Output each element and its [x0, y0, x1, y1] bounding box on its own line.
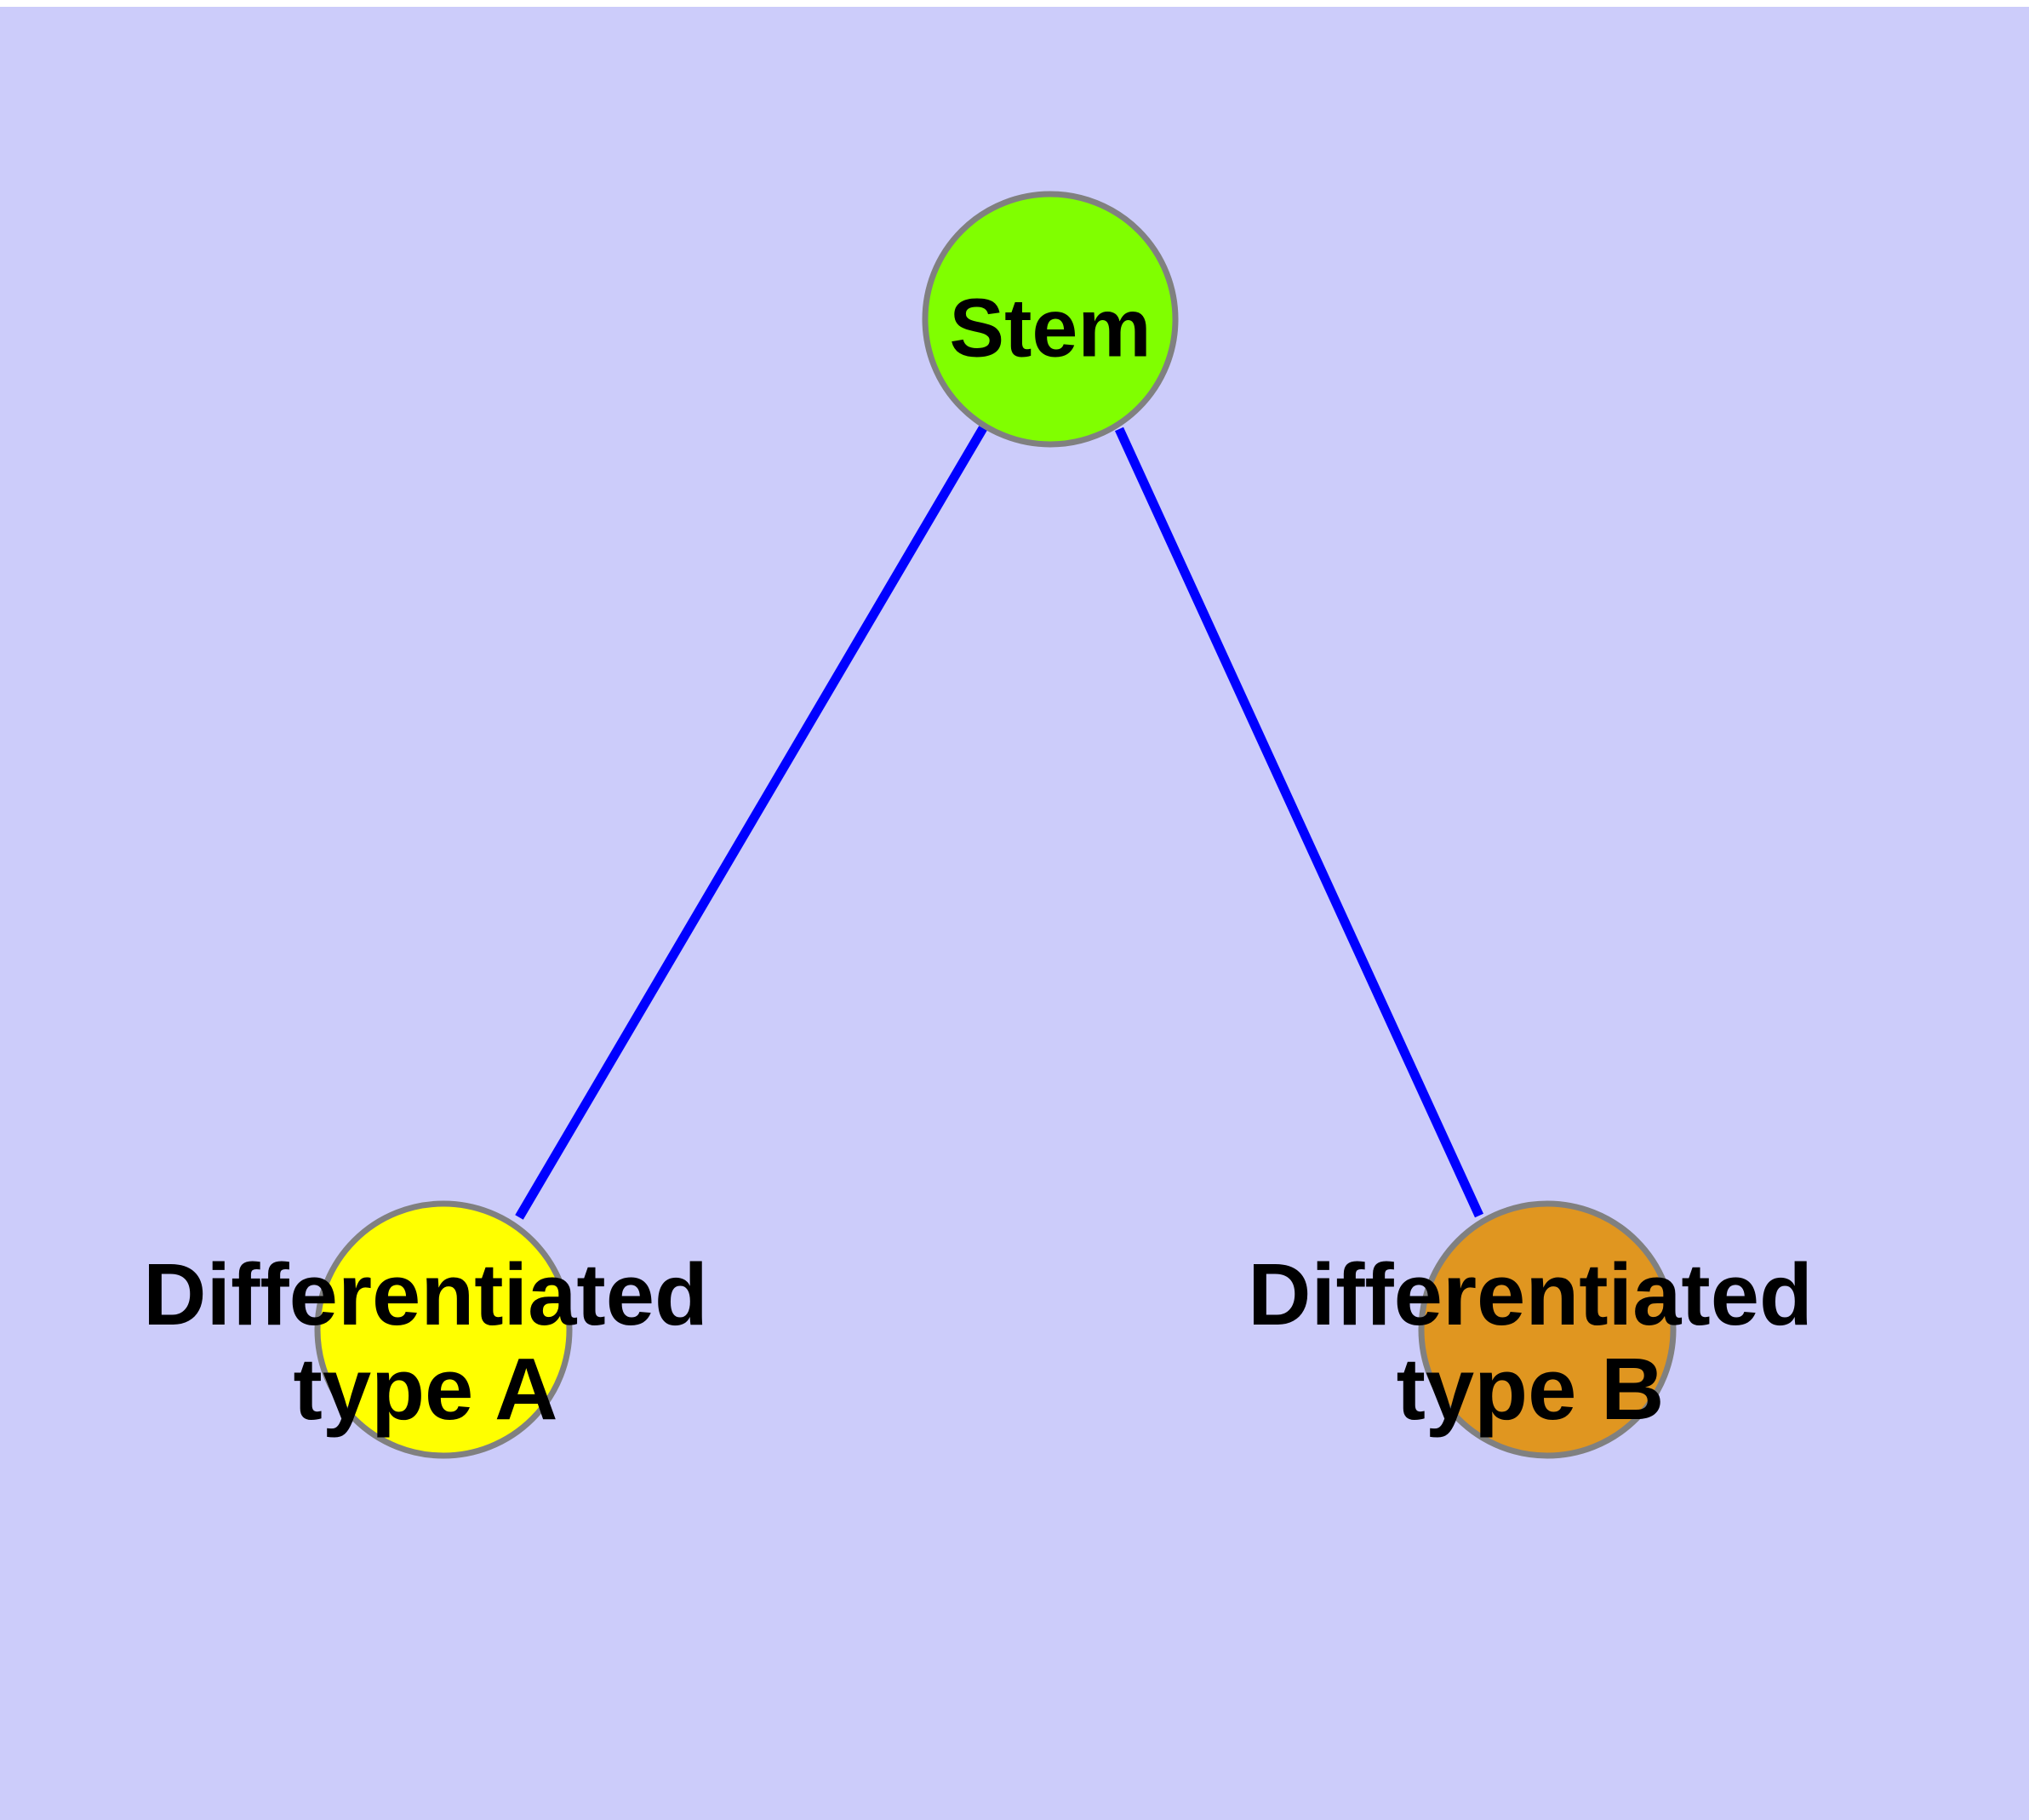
diagram-plot-area: Stem Differentiated type A Differentiate…: [0, 7, 2029, 1820]
graph-svg: [314, 191, 1677, 1459]
edge-stem-to-diff-b: [1114, 426, 1484, 1218]
node-differentiated-type-a[interactable]: [314, 1200, 573, 1459]
node-stem[interactable]: [922, 191, 1179, 448]
edge-stem-to-diff-a: [515, 426, 987, 1220]
edge-layer: [515, 426, 1484, 1220]
node-layer: [314, 191, 1677, 1459]
node-differentiated-type-b[interactable]: [1418, 1200, 1677, 1459]
